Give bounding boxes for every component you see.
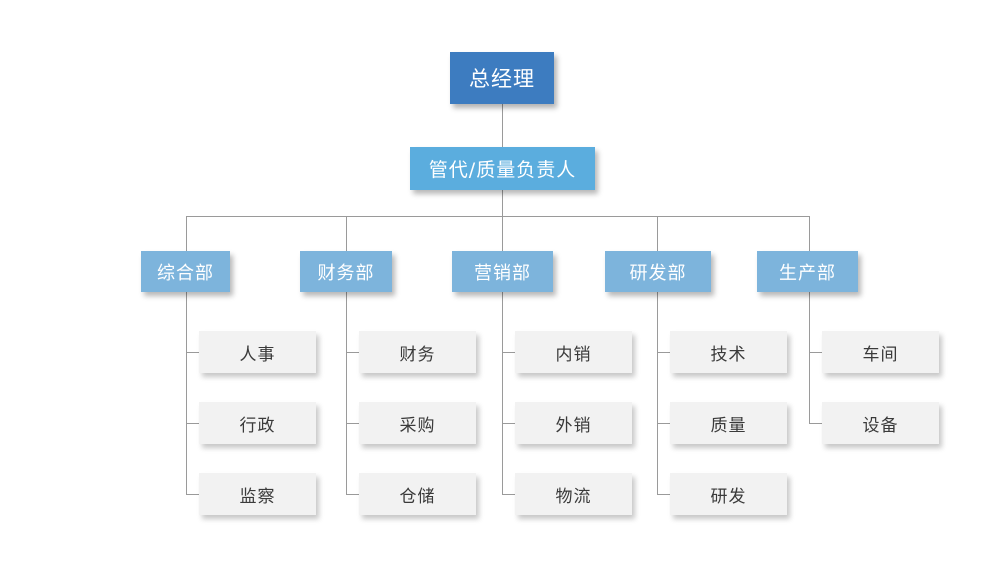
node-unit-administration[interactable]: 行政: [199, 402, 316, 444]
node-department-comprehensive[interactable]: 综合部: [141, 251, 230, 292]
node-unit-quality[interactable]: 质量: [670, 402, 787, 444]
connector-bus-to-dept-4: [657, 216, 658, 251]
node-unit-accounting[interactable]: 财务: [359, 331, 476, 373]
connector-deputy-to-bus: [502, 190, 503, 216]
connector-dept-5-stub-2: [809, 423, 822, 424]
node-general-manager[interactable]: 总经理: [450, 52, 554, 104]
node-management-representative[interactable]: 管代/质量负责人: [410, 147, 595, 190]
connector-dept-1-stub-2: [186, 423, 199, 424]
connector-dept-2-spine: [346, 292, 347, 494]
connector-dept-5-stub-1: [809, 352, 822, 353]
node-unit-research[interactable]: 研发: [670, 473, 787, 515]
connector-dept-2-stub-3: [346, 494, 359, 495]
connector-dept-4-spine: [657, 292, 658, 494]
node-unit-equipment[interactable]: 设备: [822, 402, 939, 444]
node-department-rnd[interactable]: 研发部: [605, 251, 711, 292]
connector-root-to-deputy: [502, 104, 503, 147]
connector-bus-to-dept-2: [346, 216, 347, 251]
connector-dept-1-stub-3: [186, 494, 199, 495]
connector-bus-to-dept-1: [186, 216, 187, 251]
node-unit-purchasing[interactable]: 采购: [359, 402, 476, 444]
connector-bus-to-dept-3: [502, 216, 503, 251]
connector-dept-2-stub-2: [346, 423, 359, 424]
node-department-marketing[interactable]: 营销部: [452, 251, 553, 292]
node-unit-export-sales[interactable]: 外销: [515, 402, 632, 444]
node-unit-domestic-sales[interactable]: 内销: [515, 331, 632, 373]
node-department-finance[interactable]: 财务部: [300, 251, 392, 292]
connector-dept-5-spine: [809, 292, 810, 423]
node-unit-workshop[interactable]: 车间: [822, 331, 939, 373]
connector-dept-3-spine: [502, 292, 503, 494]
connector-dept-1-stub-1: [186, 352, 199, 353]
connector-dept-4-stub-1: [657, 352, 670, 353]
node-unit-warehouse[interactable]: 仓储: [359, 473, 476, 515]
connector-dept-4-stub-3: [657, 494, 670, 495]
connector-department-bus: [186, 216, 810, 217]
connector-dept-4-stub-2: [657, 423, 670, 424]
node-unit-technology[interactable]: 技术: [670, 331, 787, 373]
connector-bus-to-dept-5: [809, 216, 810, 251]
node-department-production[interactable]: 生产部: [757, 251, 858, 292]
connector-dept-2-stub-1: [346, 352, 359, 353]
connector-dept-1-spine: [186, 292, 187, 494]
node-unit-logistics[interactable]: 物流: [515, 473, 632, 515]
node-unit-hr[interactable]: 人事: [199, 331, 316, 373]
connector-dept-3-stub-2: [502, 423, 515, 424]
connector-dept-3-stub-1: [502, 352, 515, 353]
node-unit-supervision[interactable]: 监察: [199, 473, 316, 515]
connector-dept-3-stub-3: [502, 494, 515, 495]
